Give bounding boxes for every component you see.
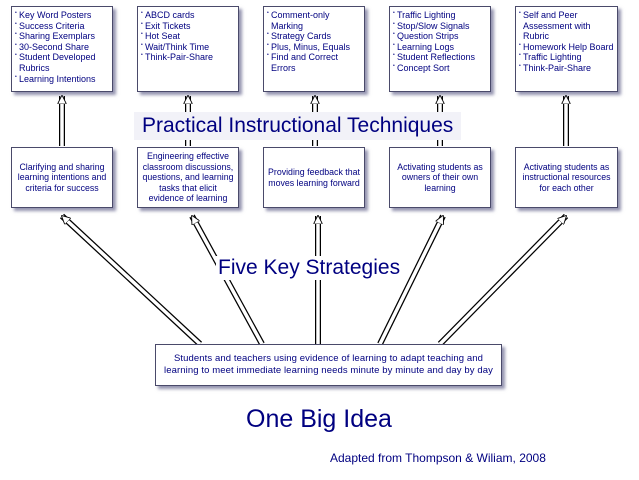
technique-item: Exit Tickets [141, 19, 236, 32]
technique-item: Hot Seat [141, 29, 236, 42]
techniques-list: Traffic Lighting Stop/Slow Signals Quest… [393, 8, 488, 74]
technique-item: Concept Sort [393, 61, 488, 74]
big-idea-text: Students and teachers using evidence of … [164, 353, 493, 376]
big-idea-box: Students and teachers using evidence of … [155, 344, 502, 386]
arrow-idea-to-strategy-5 [437, 213, 569, 347]
technique-item: Strategy Cards [267, 29, 362, 42]
technique-item: Find and Correct Errors [267, 50, 362, 73]
technique-item: Traffic Lighting [519, 50, 615, 63]
technique-item: Wait/Think Time [141, 40, 236, 53]
technique-item: Traffic Lighting [393, 8, 488, 21]
technique-item: Learning Logs [393, 40, 488, 53]
technique-item: Question Strips [393, 29, 488, 42]
techniques-box-3: Comment-only Marking Strategy Cards Plus… [263, 6, 365, 92]
technique-item: Success Criteria [15, 19, 110, 32]
technique-item: Think-Pair-Share [141, 50, 236, 63]
big-idea-title: One Big Idea [246, 405, 392, 434]
techniques-box-1: Key Word Posters Success Criteria Sharin… [11, 6, 113, 92]
technique-item: Think-Pair-Share [519, 61, 615, 74]
arrow-idea-to-strategy-2 [189, 216, 265, 346]
strategy-text: Providing feedback that moves learning f… [268, 167, 360, 188]
technique-item: Student Developed Rubrics [15, 50, 110, 73]
arrow-idea-to-strategy-1 [59, 213, 203, 347]
strategy-box-3: Providing feedback that moves learning f… [263, 147, 365, 208]
technique-item: Comment-only Marking [267, 8, 362, 31]
strategy-text: Engineering effective classroom discussi… [142, 151, 234, 204]
techniques-box-2: ABCD cards Exit Tickets Hot Seat Wait/Th… [137, 6, 239, 92]
techniques-list: ABCD cards Exit Tickets Hot Seat Wait/Th… [141, 8, 236, 63]
attribution: Adapted from Thompson & Wiliam, 2008 [330, 451, 546, 465]
strategy-box-5: Activating students as instructional res… [515, 147, 618, 208]
technique-item: 30-Second Share [15, 40, 110, 53]
strategy-box-1: Clarifying and sharing learning intentio… [11, 147, 113, 208]
arrow-idea-to-strategy-4 [377, 216, 446, 346]
technique-item: Homework Help Board [519, 40, 615, 53]
strategy-box-2: Engineering effective classroom discussi… [137, 147, 239, 208]
strategies-title: Five Key Strategies [216, 256, 403, 280]
technique-item: Sharing Exemplars [15, 29, 110, 42]
techniques-list: Key Word Posters Success Criteria Sharin… [15, 8, 110, 85]
techniques-list: Comment-only Marking Strategy Cards Plus… [267, 8, 362, 74]
technique-item: ABCD cards [141, 8, 236, 21]
strategy-text: Activating students as instructional res… [522, 161, 611, 193]
technique-item: Student Reflections [393, 50, 488, 63]
technique-item: Learning Intentions [15, 72, 110, 85]
technique-item: Plus, Minus, Equals [267, 40, 362, 53]
technique-item: Key Word Posters [15, 8, 110, 21]
strategy-box-4: Activating students as owners of their o… [389, 147, 491, 208]
techniques-box-5: Self and Peer Assessment with Rubric Hom… [515, 6, 618, 92]
technique-item: Self and Peer Assessment with Rubric [519, 8, 615, 42]
strategy-text: Activating students as owners of their o… [397, 161, 483, 193]
strategy-text: Clarifying and sharing learning intentio… [17, 161, 107, 193]
techniques-title: Practical Instructional Techniques [134, 112, 462, 140]
techniques-list: Self and Peer Assessment with Rubric Hom… [519, 8, 615, 74]
techniques-box-4: Traffic Lighting Stop/Slow Signals Quest… [389, 6, 491, 92]
technique-item: Stop/Slow Signals [393, 19, 488, 32]
